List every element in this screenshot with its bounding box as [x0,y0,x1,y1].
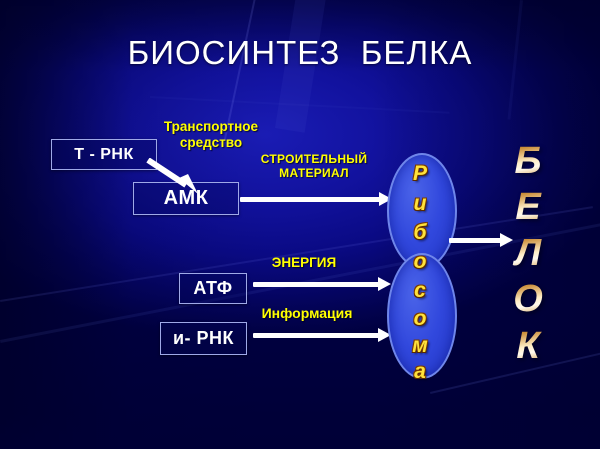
arrow-ribosome-to-protein-icon [449,233,513,247]
ribosome-small-subunit [387,253,457,379]
ribosome-large-subunit [387,153,457,269]
protein-letter: О [496,278,560,321]
slide-title: БИОСИНТЕЗ БЕЛКА [127,34,473,71]
node-i-rnk-label: и- РНК [172,328,235,348]
protein-letter: Б [496,140,560,183]
arrow-atf-to-ribosome-icon [253,277,391,291]
ribosome-letter: и [413,192,427,215]
node-atf-label: АТФ [193,278,233,298]
ribosome-letter: с [414,279,426,302]
caption-energy: ЭНЕРГИЯ [271,255,337,270]
caption-building-material: СТРОИТЕЛЬНЫЙ МАТЕРИАЛ [260,152,368,181]
node-atf[interactable]: АТФ [179,273,247,304]
ribosome-letter: о [413,250,427,273]
arrow-irnk-to-ribosome-icon [253,328,391,342]
protein-letter: К [496,325,560,368]
node-t-rnk[interactable]: Т - РНК [51,139,157,170]
node-i-rnk[interactable]: и- РНК [160,322,247,355]
ribosome-letter: м [412,334,428,357]
node-t-rnk-label: Т - РНК [74,145,134,163]
ribosome-letter: о [413,307,427,330]
protein-letter: Л [496,232,560,275]
node-amk[interactable]: АМК [133,182,239,215]
arrow-amk-to-ribosome-icon [240,192,392,206]
ribosome-letter: Р [412,162,427,185]
protein-letter: Е [496,186,560,229]
caption-information: Информация [261,305,353,321]
ribosome-letter: а [414,360,426,383]
protein-label-group: Б Е Л О К [496,140,560,370]
ribosome-shape[interactable]: Р и б о с о м а [387,153,457,383]
caption-transport-medium: Транспортное средство [163,119,259,150]
arrow-trnk-to-amk-icon [146,158,198,194]
ribosome-letter: б [413,221,427,244]
